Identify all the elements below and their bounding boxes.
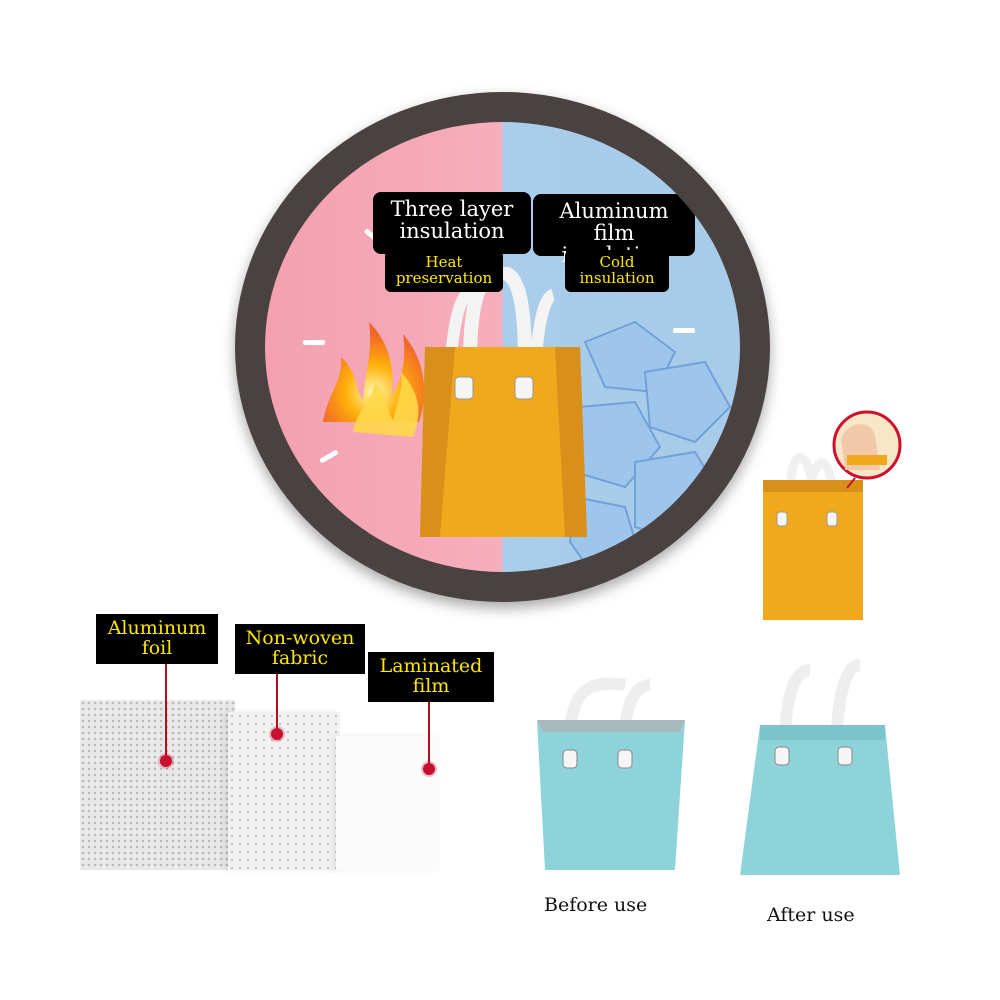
dial-tick [303, 340, 325, 345]
heat-preservation-label: Heat preservation [385, 250, 503, 292]
non-woven-fabric-swatch [228, 712, 340, 870]
sealed-bag-image [763, 410, 902, 620]
dial-face: Three layer insulation Heat preservation… [265, 122, 740, 572]
before-use-caption: Before use [544, 894, 648, 916]
non-woven-fabric-label: Non-woven fabric [235, 624, 365, 674]
three-layer-label: Three layer insulation [373, 192, 531, 254]
bag-after-use-image [740, 659, 900, 875]
yellow-bag-image [420, 267, 587, 537]
non-woven-fabric-marker [271, 728, 283, 740]
non-woven-fabric-pointer [276, 674, 278, 732]
aluminum-foil-label: Aluminum foil [96, 614, 218, 664]
aluminum-foil-swatch [80, 700, 235, 870]
cold-insulation-label: Cold insulation [565, 250, 669, 292]
aluminum-foil-pointer [165, 664, 167, 760]
laminated-film-swatch [336, 736, 440, 870]
laminated-film-pointer [428, 702, 430, 764]
dial-tick [673, 328, 695, 333]
bag-before-use-image [537, 677, 685, 870]
after-use-caption: After use [767, 904, 855, 926]
laminated-film-label: Laminated film [368, 652, 494, 702]
aluminum-foil-marker [160, 755, 172, 767]
ice-illustration [568, 320, 734, 572]
aluminum-film-label: Aluminum film insulation [533, 194, 695, 266]
insulation-dial: Three layer insulation Heat preservation… [235, 92, 770, 602]
laminated-film-marker [423, 763, 435, 775]
